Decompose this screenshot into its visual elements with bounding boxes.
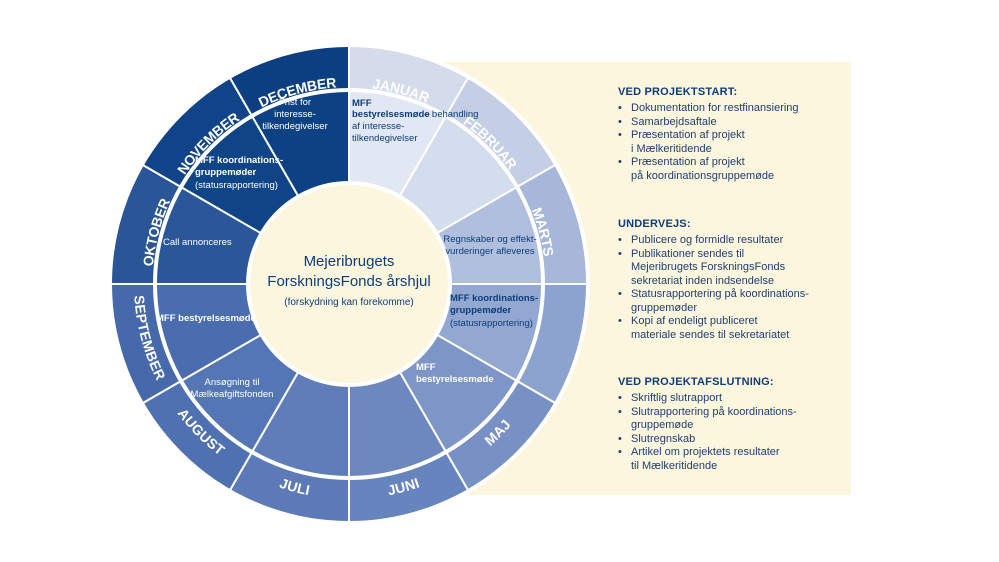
month-label-juli: JULI bbox=[278, 475, 311, 498]
list-item: •Slutrapportering på koordinations- grup… bbox=[618, 405, 797, 432]
event-jan-line5: tilkendegivelser bbox=[352, 133, 417, 144]
event-maj-line1: MFF bbox=[416, 362, 436, 373]
event-nov-line2: gruppemøder bbox=[195, 167, 257, 178]
list-item: •Skriftlig slutrapport bbox=[618, 392, 723, 404]
event-nov-line1: MFF koordinations- bbox=[195, 155, 283, 166]
list-item: •Publikationer sendes til Mejeribrugets … bbox=[618, 247, 786, 287]
ring-divider-outer bbox=[108, 43, 590, 525]
event-maj-line2: bestyrelsesmøde bbox=[416, 374, 494, 385]
event-regnskaber-line2: vurderinger afleveres bbox=[445, 246, 534, 257]
hub-subtitle: (forskydning kan forekomme) bbox=[284, 297, 414, 308]
hub-title-line2: ForskningsFonds årshjul bbox=[267, 273, 430, 290]
event-ansogning-line2: Mælkeafgiftsfonden bbox=[191, 389, 274, 400]
event-apr-line1: MFF koordinations- bbox=[450, 293, 538, 304]
event-jan-line2: bestyrelsesmøde bbox=[352, 109, 430, 120]
list-item: •Præsentation af projekt i Mælkeritidend… bbox=[618, 129, 745, 155]
list-item: •Statusrapportering på koordinations- gr… bbox=[618, 288, 809, 314]
month-label-april: APRIL bbox=[0, 0, 5, 8]
list-item: •Publicere og formidle resultater bbox=[618, 234, 784, 246]
event-jan-line3: – behandling bbox=[424, 109, 478, 120]
event-jan-line1: MFF bbox=[352, 98, 372, 109]
ring-divider bbox=[153, 88, 545, 480]
section-title: VED PROJEKTSTART: bbox=[618, 86, 738, 98]
hub-circle bbox=[246, 181, 452, 387]
section-title: UNDERVEJS: bbox=[618, 218, 691, 230]
hub-title-line1: Mejeribrugets bbox=[304, 253, 395, 270]
section-title: VED PROJEKTAFSLUTNING: bbox=[618, 376, 774, 388]
event-frist-line2: interesse- bbox=[274, 109, 316, 120]
list-item: •Samarbejdsaftale bbox=[618, 115, 717, 128]
event-ansogning-line1: Ansøgning til bbox=[205, 377, 260, 388]
event-call: Call annonceres bbox=[163, 237, 232, 248]
list-item: •Artikel om projektets resultater til Mæ… bbox=[618, 446, 780, 472]
section-list: •Publicere og formidle resultater •Publi… bbox=[618, 234, 878, 342]
list-item: •Slutregnskab bbox=[618, 432, 696, 445]
event-frist-line3: tilkendegivelser bbox=[262, 121, 327, 132]
event-nov-line3: (statusrapportering) bbox=[195, 180, 278, 191]
event-jan-line4: af interesse- bbox=[352, 121, 404, 132]
event-apr-line2: gruppemøder bbox=[450, 305, 512, 316]
list-item: •Kopi af endeligt publiceret materiale s… bbox=[618, 315, 790, 341]
section-projektstart: VED PROJEKTSTART: •Dokumentation for res… bbox=[618, 86, 878, 183]
list-item: •Dokumentation for restfinansiering bbox=[618, 102, 799, 114]
section-list: •Dokumentation for restfinansiering •Sam… bbox=[618, 102, 878, 183]
event-regnskaber-line1: Regnskaber og effekt- bbox=[443, 234, 536, 245]
section-projektafslutning: VED PROJEKTAFSLUTNING: •Skriftlig slutra… bbox=[618, 376, 878, 473]
event-frist-line1: Frist for bbox=[279, 97, 311, 108]
event-apr-line3: (statusrapportering) bbox=[450, 318, 533, 329]
section-undervejs: UNDERVEJS: •Publicere og formidle result… bbox=[618, 218, 878, 342]
section-list: •Skriftlig slutrapport •Slutrapportering… bbox=[618, 392, 878, 473]
list-item: •Præsentation af projekt på koordination… bbox=[618, 156, 775, 182]
event-sep: MFF bestyrelsesmøde bbox=[156, 313, 256, 324]
